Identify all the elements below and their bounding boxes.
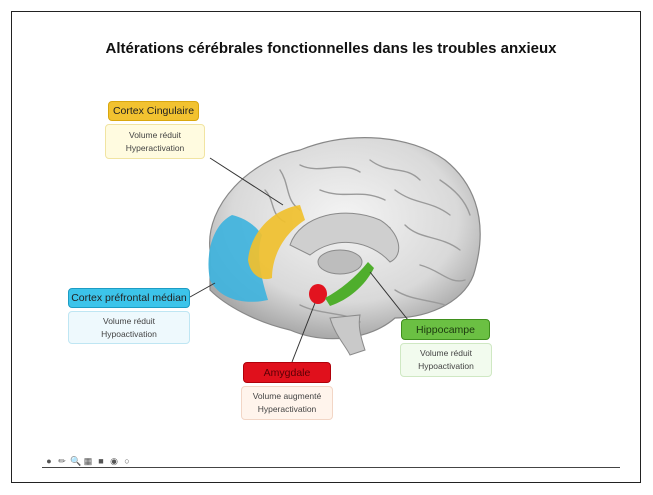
amygdala-label: Amygdale bbox=[243, 362, 331, 383]
hippocampus-info: Volume réduit Hypoactivation bbox=[400, 343, 492, 377]
cingulate-line1: Volume réduit bbox=[129, 129, 181, 140]
camera-icon[interactable]: ■ bbox=[98, 456, 104, 466]
connector-mpfc bbox=[189, 282, 216, 298]
amygdala-line2: Hyperactivation bbox=[257, 404, 317, 414]
hippocampus-region bbox=[325, 262, 374, 306]
mpfc-info: Volume réduit Hypoactivation bbox=[68, 311, 190, 344]
zoom-icon[interactable]: 🔍 bbox=[70, 456, 82, 466]
mpfc-label: Cortex préfrontal médian bbox=[68, 288, 190, 308]
hippocampus-label: Hippocampe bbox=[401, 319, 490, 340]
cingulate-region bbox=[248, 205, 305, 280]
mpfc-region bbox=[208, 215, 268, 302]
hippocampus-label-text: Hippocampe bbox=[416, 323, 475, 336]
amygdala-info: Volume augmenté Hyperactivation bbox=[241, 386, 333, 420]
corpus-callosum bbox=[289, 212, 400, 263]
slide-title: Altérations cérébrales fonctionnelles da… bbox=[105, 40, 557, 57]
amygdala-label-text: Amygdale bbox=[263, 366, 311, 379]
connector-cingulate bbox=[209, 157, 284, 206]
pen-icon[interactable]: ✏ bbox=[58, 456, 66, 466]
connector-hippocampus bbox=[369, 271, 409, 321]
slideshow-toolbar: ● ✏ 🔍 ▦ ■ ◉ ○ bbox=[44, 456, 132, 466]
brainstem bbox=[329, 314, 366, 356]
mpfc-label-text: Cortex préfrontal médian bbox=[71, 292, 187, 304]
play-icon[interactable]: ● bbox=[46, 456, 52, 466]
menu-icon[interactable]: ○ bbox=[124, 456, 130, 466]
amygdala-line1: Volume augmenté bbox=[252, 391, 322, 401]
cingulate-label: Cortex Cingulaire bbox=[108, 101, 199, 121]
hippocampus-line1: Volume réduit bbox=[420, 348, 472, 358]
hippocampus-line2: Hypoactivation bbox=[418, 361, 474, 371]
grid-icon[interactable]: ▦ bbox=[83, 456, 93, 466]
thalamus bbox=[317, 249, 363, 275]
options-icon[interactable]: ◉ bbox=[110, 456, 118, 466]
mpfc-line2: Hypoactivation bbox=[101, 328, 157, 339]
cingulate-label-text: Cortex Cingulaire bbox=[112, 105, 195, 117]
amygdala-region bbox=[309, 284, 327, 304]
mpfc-line1: Volume réduit bbox=[103, 315, 155, 326]
cingulate-line2: Hyperactivation bbox=[125, 142, 185, 153]
connector-amygdala bbox=[291, 302, 316, 363]
cingulate-info: Volume réduit Hyperactivation bbox=[105, 124, 205, 159]
